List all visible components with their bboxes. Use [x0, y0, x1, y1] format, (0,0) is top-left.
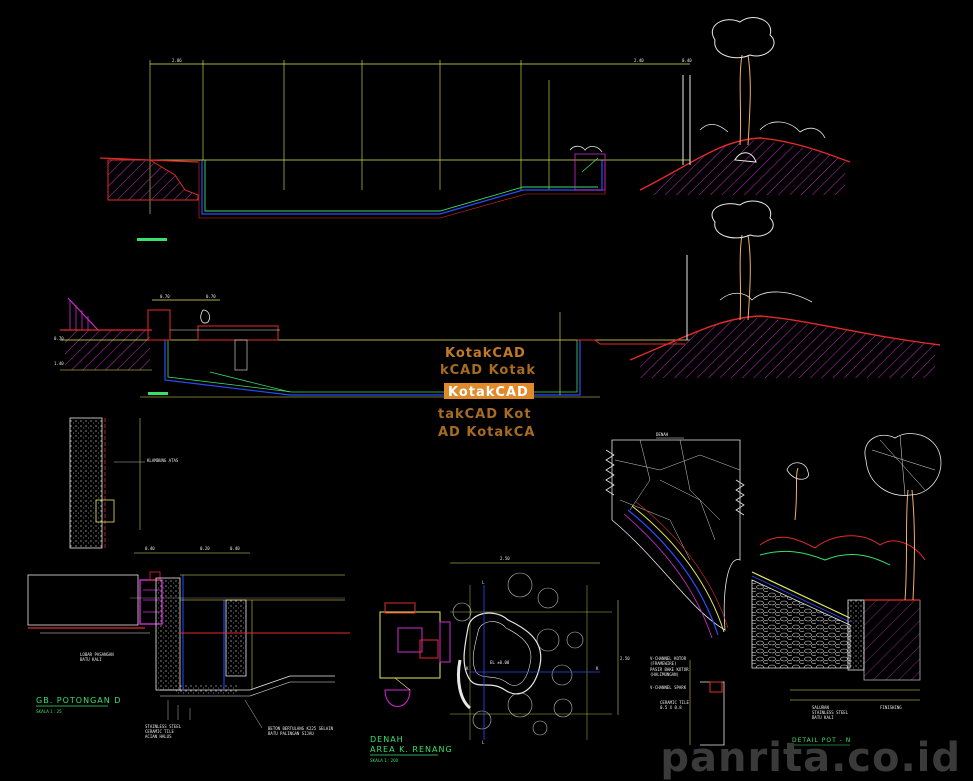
pool-plan: 2.50 2.50 EL ±0.00 L [370, 556, 630, 763]
dim-label: 0.70 [206, 294, 216, 299]
detail-label: KLAMBUNG ATAS [147, 458, 179, 463]
edge-label: (HALIMUNGAN) [650, 672, 679, 677]
pot-title: DETAIL POT - N [792, 737, 851, 744]
section-a: 2.86 2.40 0.40 [99, 17, 851, 241]
pot-label: BATU KALI [812, 715, 834, 720]
dim-label: 1.40 [54, 361, 64, 366]
dim-label: 2.50 [500, 556, 510, 561]
section-marker: K [466, 666, 469, 671]
dim-label: 0.40 [230, 546, 240, 551]
detail-label: BATU KALI [80, 657, 102, 662]
brand-watermark: panrita.co.id [660, 735, 961, 781]
detail-label: ACIAN HALUS [145, 734, 172, 739]
dim-label: 2.40 [634, 58, 644, 63]
plan-level: EL ±0.00 [490, 660, 510, 665]
edge-label: V-CHANNEL SPARK [650, 685, 687, 690]
edge-label: CERAMIC TILE [660, 700, 689, 705]
dim-label: 0.70 [160, 294, 170, 299]
section-b: 0.70 0.70 0.70 1.40 [54, 200, 941, 398]
edge-label: PASIR BAKE KOTOR [650, 667, 689, 672]
dim-label: 0.40 [145, 546, 155, 551]
plan-scale: SKALA 1 : 200 [370, 758, 399, 763]
detail-section: KLAMBUNG ATAS 0.40 0.20 0.40 LOBAR PASAN… [27, 417, 350, 739]
watermark-text: KotakCAD [448, 385, 529, 400]
watermark-text: takCAD Kot [438, 407, 532, 422]
detail-label: CERAMIC TILE [145, 729, 174, 734]
watermark-text: AD KotakCA [438, 425, 535, 440]
detail-scale: SKALA 1 : 25 [36, 709, 62, 714]
plan-title: DENAH [370, 735, 404, 744]
edge-detail: DENAH V-CHANNEL KOTOR (FRAMEWIRE) PASIR … [605, 432, 745, 746]
edge-label: 0.5 X 0.8 [660, 705, 682, 710]
detail-label: STAINLESS STEEL [145, 724, 182, 729]
pot-label: STAINLESS STEEL [812, 710, 849, 715]
dim-label: 0.40 [682, 58, 692, 63]
detail-title: GB. POTONGAN D [36, 696, 121, 705]
watermark-text: KotakCAD [445, 346, 526, 361]
dim-label: 2.86 [172, 58, 182, 63]
edge-label: V-CHANNEL KOTOR [650, 656, 687, 661]
edge-label: (FRAMEWIRE) [650, 661, 677, 666]
pot-label: SALURAN [812, 705, 829, 710]
dim-label: 2.50 [620, 656, 630, 661]
pot-label: FINISHING [880, 705, 902, 710]
watermark-text: kCAD Kotak [440, 363, 536, 378]
dim-label: 0.20 [200, 546, 210, 551]
section-marker: L [482, 580, 485, 585]
watermark: KotakCAD kCAD Kotak KotakCAD takCAD Kot … [438, 346, 536, 440]
dim-label: 0.70 [54, 336, 64, 341]
edge-title: DENAH [656, 432, 669, 437]
section-marker: K [596, 666, 599, 671]
detail-label: BETON BERTULANG K225 SELAIN [268, 726, 334, 731]
detail-label: LOBAR PASANGAN [80, 652, 114, 657]
plan-title: AREA K. RENANG [370, 745, 453, 754]
detail-label: BATU PALINGAN SIJAU [268, 731, 314, 736]
pot-detail: SALURAN STAINLESS STEEL BATU KALI FINISH… [751, 433, 942, 746]
section-marker: L [482, 740, 485, 745]
